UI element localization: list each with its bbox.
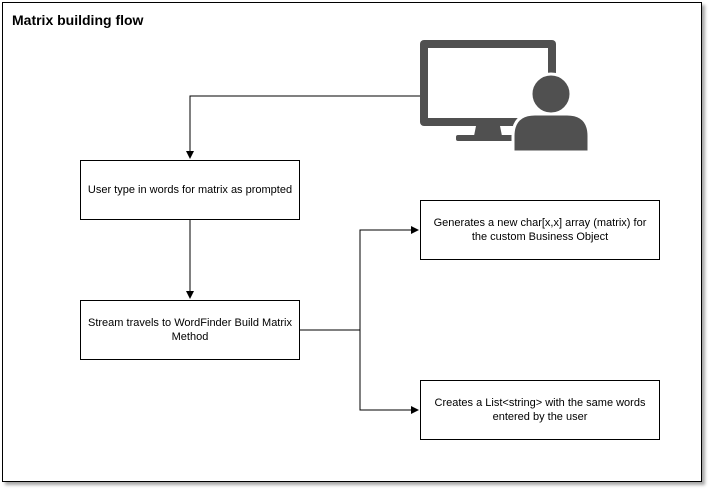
node-list: Creates a List<string> with the same wor… — [420, 380, 660, 440]
connector-stream-to-list — [359, 330, 419, 414]
node-stream: Stream travels to WordFinder Build Matri… — [80, 300, 300, 360]
node-user-input: User type in words for matrix as prompte… — [80, 160, 300, 220]
connector-stream-to-matrix — [300, 226, 419, 331]
connector-icon-to-input — [186, 95, 420, 159]
diagram-title: Matrix building flow — [12, 12, 144, 28]
node-matrix: Generates a new char[x,x] array (matrix)… — [420, 200, 660, 260]
computer-user-icon — [420, 40, 591, 154]
